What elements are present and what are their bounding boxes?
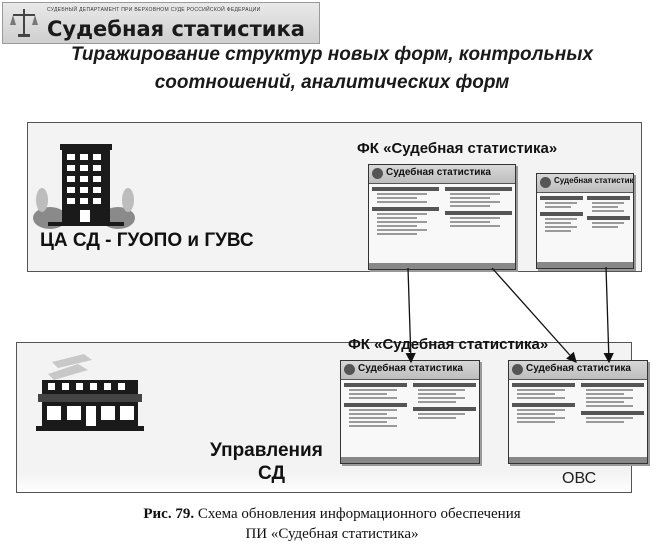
bottom-org-label-2: СД [258,463,286,484]
mini-title: Судебная статистика [358,363,463,374]
figure-caption-text: Схема обновления информационного обеспеч… [197,506,521,522]
office-tower-icon [33,144,135,229]
mini-logo-icon [540,177,551,188]
heading-line-1: Тиражирование структур новых форм, контр… [70,44,594,65]
mini-title: Судебная статистика [526,363,631,374]
banner-brand: Судебная статистика [47,17,305,41]
bottom-left-screenshot: Судебная статистика [340,360,480,464]
site-banner: СУДЕБНЫЙ ДЕПАРТАМЕНТ ПРИ ВЕРХОВНОМ СУДЕ … [2,2,320,44]
arrow-main-to-bottom-right [491,267,577,363]
heading-line-2: соотношений, аналитических форм [154,72,510,93]
mini-logo-icon [344,364,355,375]
top-side-screenshot: Судебная статистика [536,173,634,269]
bottom-org-label-1: Управления [210,440,323,461]
banner-top-line: СУДЕБНЫЙ ДЕПАРТАМЕНТ ПРИ ВЕРХОВНОМ СУДЕ … [47,7,261,13]
arrow-main-to-bottom-left [405,267,416,364]
scales-of-justice-icon [10,9,38,37]
mini-title: Судебная статистика [386,167,491,178]
top-org-label: ЦА СД - ГУОПО и ГУВС [40,230,254,251]
mini-logo-icon [372,168,383,179]
mini-title: Судебная статистика [554,176,634,185]
figure-caption-line-1: Рис. 79. Схема обновления информационног… [0,506,664,523]
shopfront-building-icon [36,354,144,431]
bottom-right-screenshot: Судебная статистика [508,360,648,464]
bottom-fk-label: ФК «Судебная статистика» [348,336,549,353]
figure-label: Рис. 79. [143,506,195,522]
arrow-side-to-bottom-right [603,266,614,364]
top-main-screenshot: Судебная статистика [368,164,516,270]
mini-logo-icon [512,364,523,375]
top-fk-label: ФК «Судебная статистика» [357,140,558,157]
figure-caption-line-2: ПИ «Судебная статистика» [245,526,419,542]
ovs-label: ОВС [562,470,597,487]
